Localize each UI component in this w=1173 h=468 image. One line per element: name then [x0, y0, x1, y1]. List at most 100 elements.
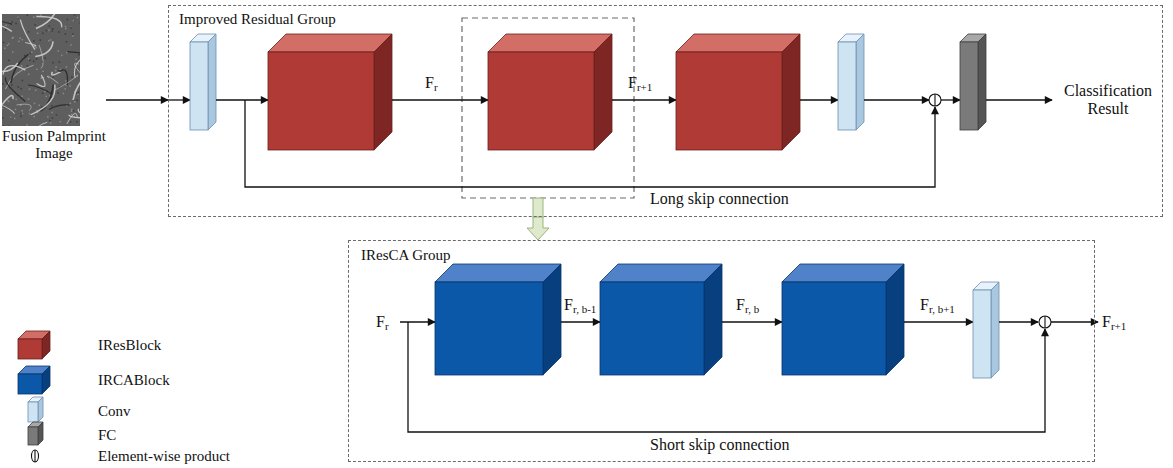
palmprint-speck	[36, 69, 38, 71]
group-frame: IResCA Group	[348, 240, 1095, 462]
palmprint-speck	[15, 109, 17, 111]
palmprint-speck	[18, 41, 20, 43]
arrow-line	[561, 321, 600, 322]
palmprint-crease	[67, 52, 80, 55]
signal-subscript: r, b+1	[929, 303, 955, 315]
palmprint-speck	[65, 33, 67, 35]
block-side-face	[208, 34, 216, 130]
block-front-face	[18, 339, 42, 359]
expand-arrow-edge	[533, 198, 543, 199]
palmprint-speck	[42, 71, 44, 73]
signal-subscript: r+1	[637, 81, 652, 93]
legend-text: Conv	[98, 403, 131, 420]
palmprint-speck	[27, 14, 29, 16]
palmprint-speck	[8, 101, 10, 103]
flow-arrow	[106, 99, 168, 100]
palmprint-speck	[50, 39, 52, 41]
expand-arrow-edge	[533, 198, 534, 218]
palmprint-crease	[36, 17, 61, 28]
palmprint-crease	[16, 104, 31, 110]
palmprint-crease	[73, 70, 80, 100]
palmprint-speck	[29, 88, 31, 90]
palmprint-speck	[11, 117, 13, 119]
palmprint-speck	[15, 23, 17, 25]
palmprint-crease	[49, 105, 69, 110]
palmprint-crease	[59, 70, 67, 85]
ircablock-cube	[435, 264, 561, 375]
arrow-line	[400, 321, 435, 322]
palmprint-speck	[72, 35, 74, 37]
palmprint-speck	[36, 58, 38, 60]
palmprint-crease	[52, 72, 61, 75]
palmprint-speck	[59, 61, 61, 63]
palmprint-speck	[41, 106, 43, 108]
signal-name: Fr+1	[628, 74, 652, 92]
block-front-face	[973, 290, 991, 378]
palmprint-speck	[74, 14, 76, 16]
palmprint-crease	[54, 75, 78, 91]
arrow-line	[392, 99, 488, 100]
block-top-face	[268, 34, 392, 52]
palmprint-crease	[3, 66, 25, 75]
palmprint-speck	[65, 26, 67, 28]
palmprint-speck	[28, 31, 30, 32]
palmprint-speck	[3, 125, 5, 126]
block-front-face	[676, 52, 782, 150]
palmprint-speck	[19, 37, 21, 39]
legend-text: IRCABlock	[98, 372, 170, 389]
signal-name: Fr, b+1	[920, 296, 955, 314]
signal-subscript: r	[434, 81, 438, 93]
palmprint-speck	[21, 95, 23, 97]
block-front-face	[435, 282, 543, 375]
ircablock-cube	[782, 264, 904, 375]
signal-symbol: F	[564, 296, 573, 313]
arrow-line	[800, 99, 838, 100]
palmprint-speck	[69, 85, 71, 87]
palmprint-speck	[48, 29, 50, 31]
block-front-face	[268, 52, 374, 150]
palmprint-speck	[70, 103, 72, 105]
palmprint-speck	[2, 117, 3, 119]
product-bar	[934, 94, 935, 106]
connection-label: Long skip connection	[650, 190, 789, 208]
signal-name: Fr+1	[1102, 313, 1126, 331]
block-front-face	[960, 42, 978, 130]
palmprint-crease	[78, 109, 80, 114]
palmprint-speck	[77, 17, 79, 19]
palmprint-speck	[70, 121, 72, 123]
palmprint-speck	[41, 78, 43, 80]
block-front-face	[28, 402, 38, 422]
palmprint-crease	[2, 24, 12, 31]
legend-icon	[18, 331, 50, 359]
fc-slab	[960, 34, 986, 130]
arrow-line	[722, 321, 782, 322]
palmprint-speck	[22, 113, 24, 115]
block-front-face	[190, 42, 208, 130]
palmprint-speck	[40, 14, 42, 16]
palmprint-speck	[38, 105, 40, 107]
palmprint-crease	[5, 65, 33, 89]
block-top-face	[488, 34, 612, 52]
palmprint-speck	[37, 33, 39, 35]
palmprint-speck	[76, 92, 78, 94]
signal-subscript: r, b-1	[573, 303, 596, 315]
palmprint-speck	[78, 54, 80, 56]
palmprint-speck	[34, 24, 36, 26]
legend-icon	[28, 422, 43, 445]
palmprint-speck	[35, 89, 37, 91]
signal-name: Fr	[425, 74, 438, 92]
palmprint-ground	[2, 14, 80, 126]
palmprint-speck	[12, 51, 14, 53]
block-side-face	[38, 422, 43, 445]
palmprint-speck	[51, 112, 53, 114]
palmprint-speck	[65, 28, 67, 30]
palmprint-crease	[39, 45, 43, 68]
arrow-line	[904, 321, 973, 322]
palmprint-speck	[63, 93, 65, 95]
palmprint-speck	[15, 99, 17, 101]
palmprint-speck	[12, 21, 14, 23]
palmprint-speck	[52, 76, 54, 78]
connection-label: Short skip connection	[650, 436, 790, 454]
signal-symbol: F	[628, 74, 637, 91]
product-circle	[929, 94, 941, 106]
